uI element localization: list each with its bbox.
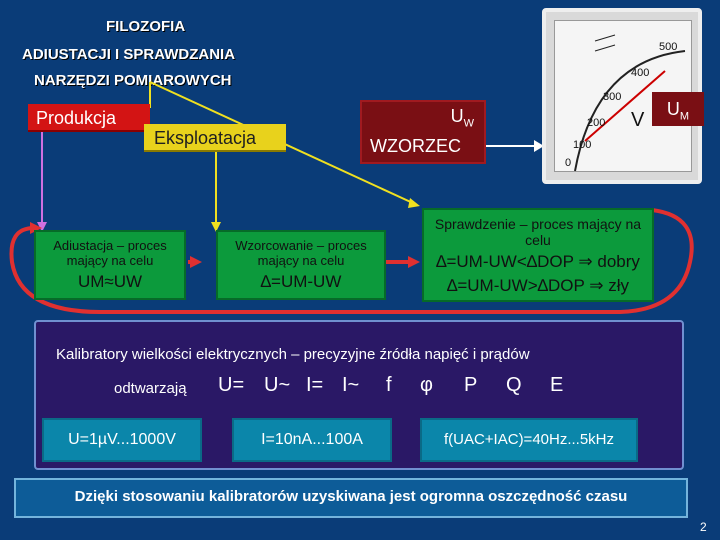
symbol-f: f bbox=[386, 374, 392, 397]
scale-400: 400 bbox=[631, 67, 649, 79]
symbol-phi: φ bbox=[420, 374, 433, 397]
produkcja-label: Produkcja bbox=[36, 108, 116, 128]
wzorzec-box: UW WZORZEC bbox=[360, 100, 486, 164]
page-number: 2 bbox=[700, 520, 707, 534]
symbol-q: Q bbox=[506, 374, 522, 397]
wzorzec-uw: UW bbox=[451, 106, 474, 130]
symbol-i-ac: I~ bbox=[342, 374, 359, 397]
wzorcowanie-formula: ∆=UM-UW bbox=[218, 272, 384, 292]
scale-500: 500 bbox=[659, 41, 677, 53]
scale-0: 0 bbox=[565, 157, 571, 169]
scale-unit: V bbox=[631, 109, 644, 132]
wzorcowanie-text: Wzorcowanie – proces mający na celu bbox=[235, 238, 367, 268]
symbol-i-dc: I= bbox=[306, 374, 323, 397]
eksploatacja-box: Eksploatacja bbox=[144, 124, 286, 152]
adiustacja-text: Adiustacja – proces mający na celu bbox=[53, 238, 166, 268]
adiustacja-formula: UM≈UW bbox=[36, 272, 184, 292]
scale-200: 200 bbox=[587, 117, 605, 129]
kalibratory-panel: Kalibratory wielkości elektrycznych – pr… bbox=[34, 320, 684, 470]
sprawdzenie-box: Sprawdzenie – proces mający na celu ∆=UM… bbox=[422, 208, 654, 302]
produkcja-box: Produkcja bbox=[28, 104, 150, 132]
scale-100: 100 bbox=[573, 139, 591, 151]
voltage-range-box: U=1µV...1000V bbox=[42, 418, 202, 462]
frequency-range-box: f(UAC+IAC)=40Hz...5kHz bbox=[420, 418, 638, 462]
symbol-u-ac: U~ bbox=[264, 374, 290, 397]
symbol-u-dc: U= bbox=[218, 374, 244, 397]
symbol-p: P bbox=[464, 374, 477, 397]
scale-300: 300 bbox=[603, 91, 621, 103]
odtwarzaja-label: odtwarzają bbox=[114, 380, 187, 397]
sprawdzenie-line1: ∆=UM-UW<∆DOP ⇒ dobry bbox=[424, 252, 652, 272]
um-label-box: UM bbox=[652, 92, 704, 126]
wzorzec-label: WZORZEC bbox=[370, 136, 461, 157]
sprawdzenie-arrowhead bbox=[408, 198, 420, 208]
adiustacja-box: Adiustacja – proces mający na celu UM≈UW bbox=[34, 230, 186, 300]
current-range-box: I=10nA...100A bbox=[232, 418, 392, 462]
voltmeter-image: 500 400 300 200 100 0 V UM bbox=[542, 8, 702, 184]
symbol-e: E bbox=[550, 374, 563, 397]
eksploatacja-label: Eksploatacja bbox=[154, 128, 256, 148]
sprawdzenie-line2: ∆=UM-UW>∆DOP ⇒ zły bbox=[424, 276, 652, 296]
wzorcowanie-box: Wzorcowanie – proces mający na celu ∆=UM… bbox=[216, 230, 386, 300]
conclusion-banner: Dzięki stosowaniu kalibratorów uzyskiwan… bbox=[14, 478, 688, 518]
sprawdzenie-text: Sprawdzenie – proces mający na celu bbox=[435, 216, 641, 248]
kalibratory-heading: Kalibratory wielkości elektrycznych – pr… bbox=[56, 346, 530, 363]
